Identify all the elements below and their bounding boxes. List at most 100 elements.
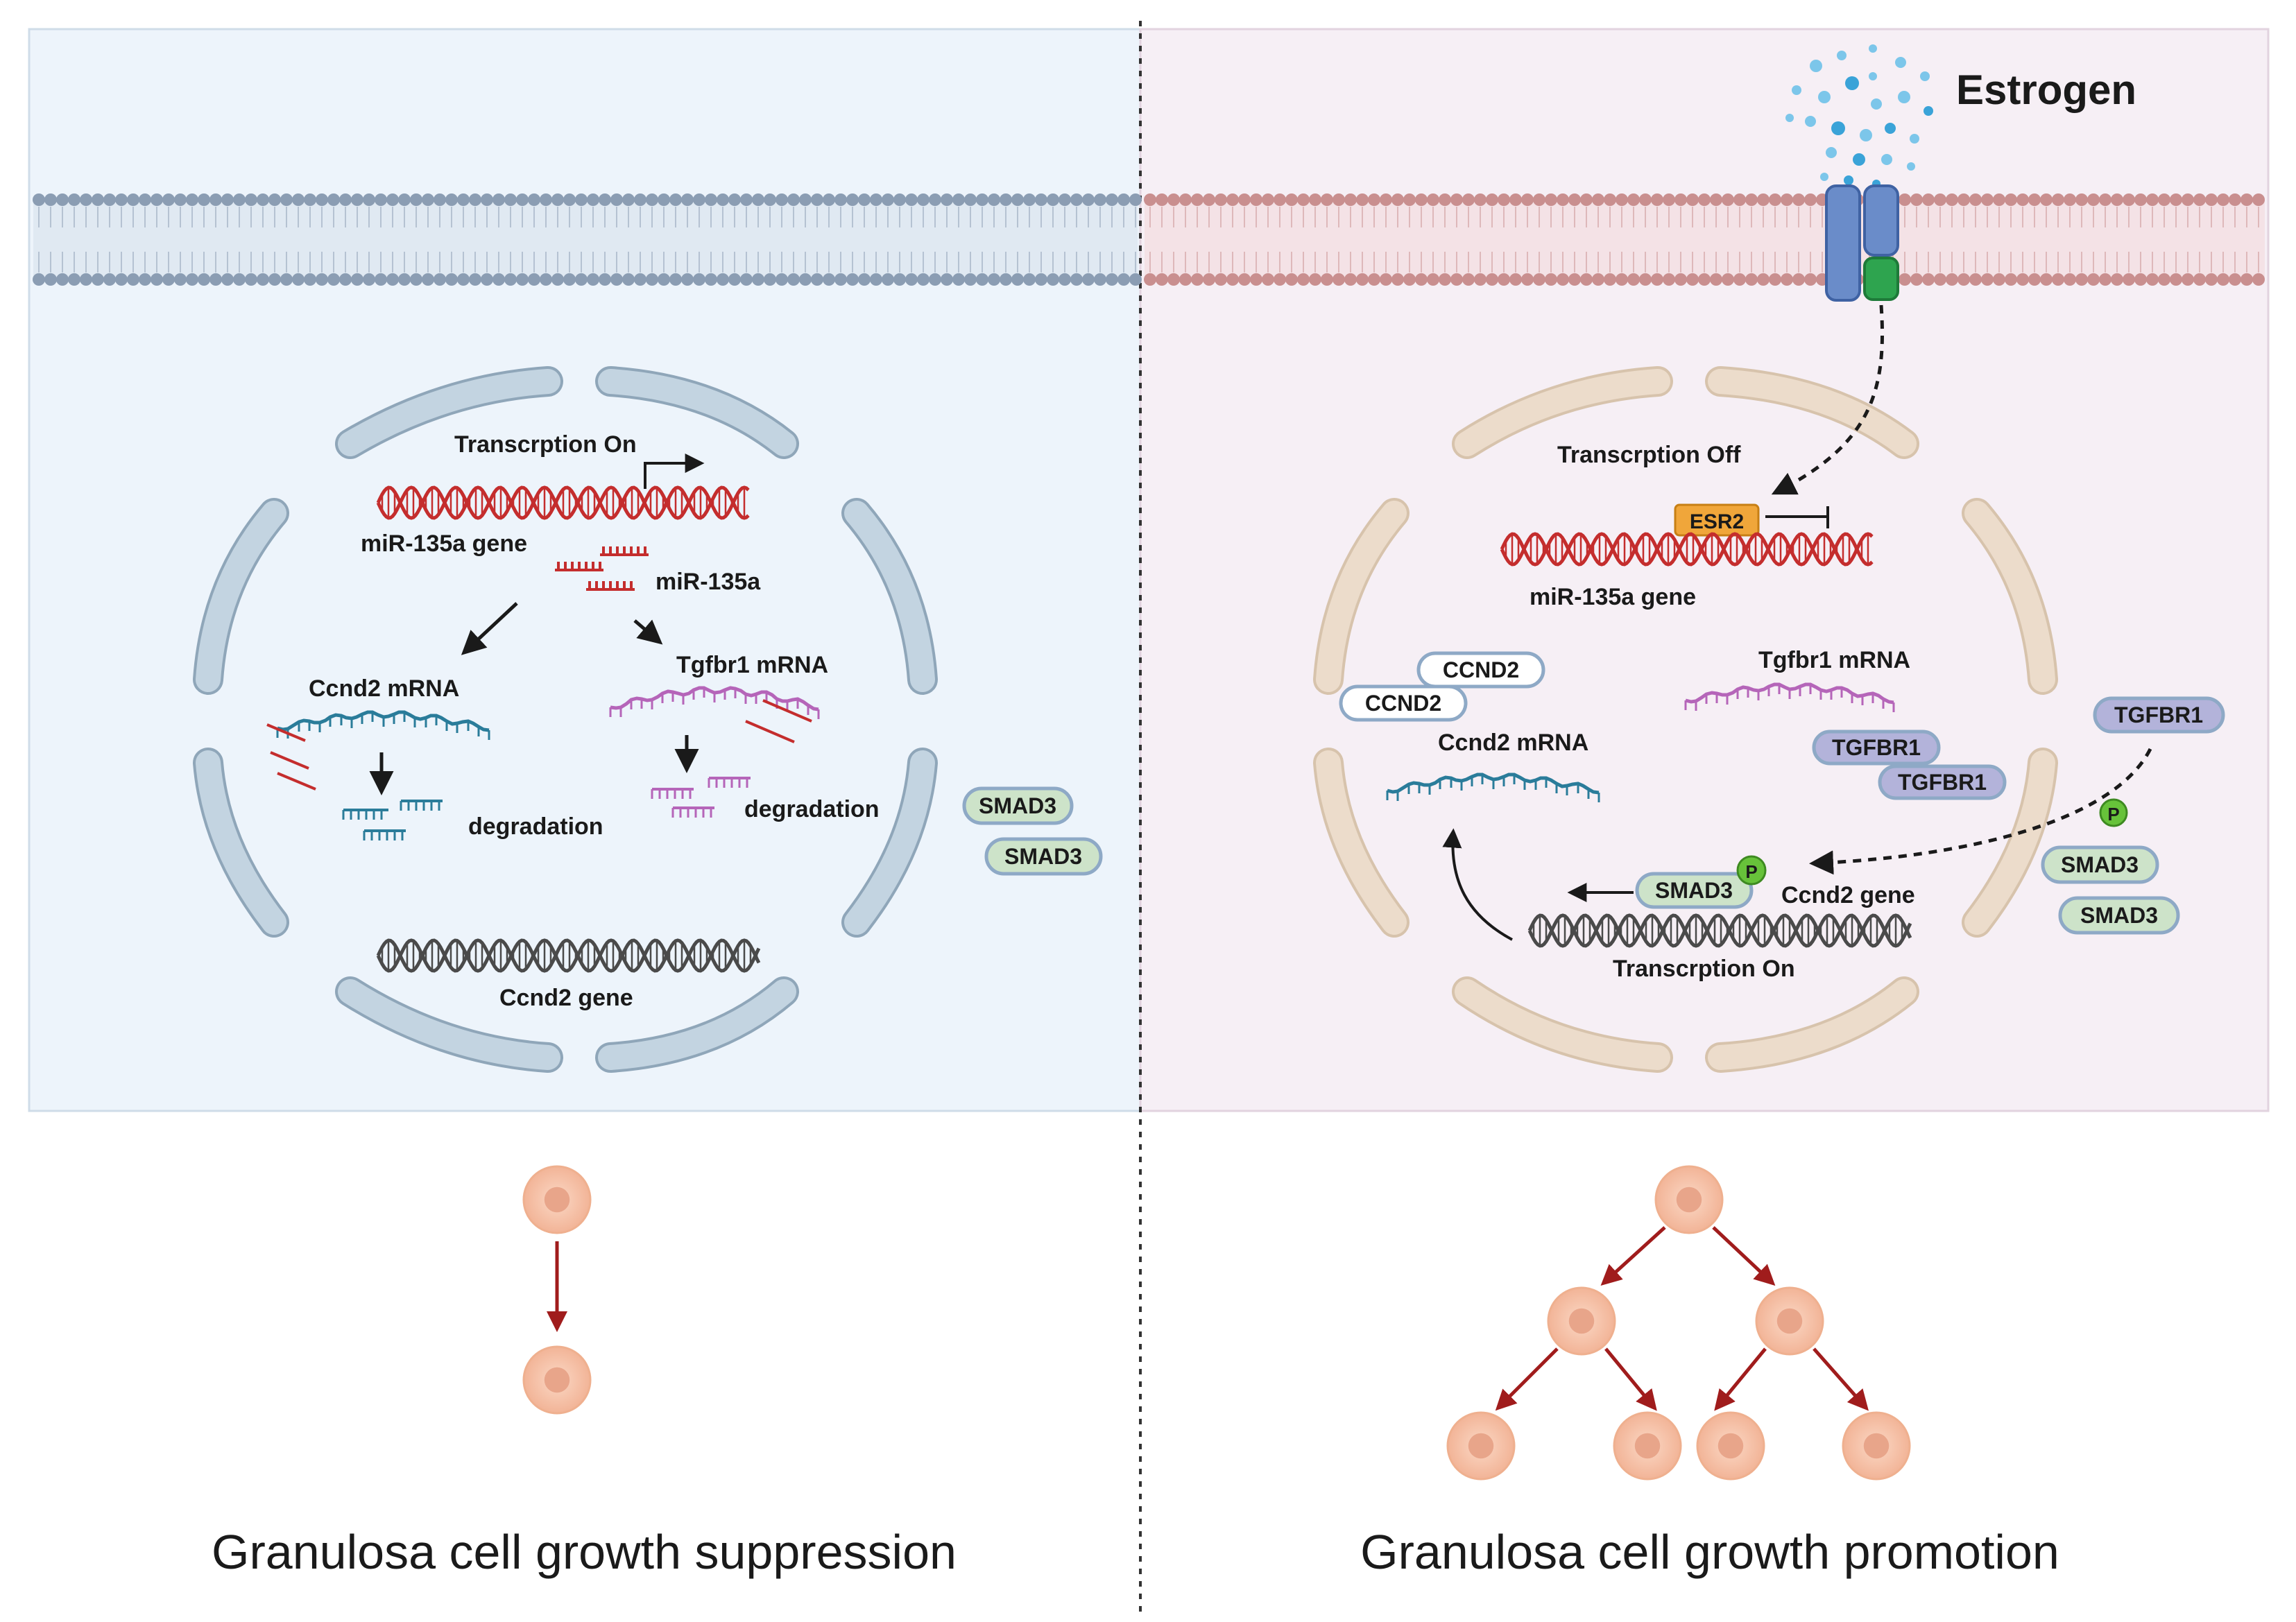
estrogen-label: Estrogen	[1956, 67, 2136, 113]
lipid-head	[528, 273, 540, 286]
lipid-head	[1946, 273, 1958, 286]
ccnd2-gene-dna	[376, 938, 761, 973]
lipid-head	[2252, 273, 2265, 286]
transcription-off-label: Transcrption Off	[1557, 442, 1741, 468]
lipid-head	[2134, 273, 2147, 286]
lipid-head	[422, 273, 434, 286]
lipid-head	[139, 193, 151, 206]
lipid-head	[375, 273, 387, 286]
lipid-head	[492, 273, 505, 286]
lipid-head	[1274, 273, 1286, 286]
estrogen-dot	[1785, 114, 1794, 122]
lipid-head	[1568, 273, 1581, 286]
lipid-head	[658, 193, 670, 206]
cell-nucleus	[1717, 1433, 1744, 1459]
bound-mir-ccnd2	[266, 723, 316, 791]
dna-strand	[1500, 532, 1874, 567]
lipid-head	[728, 193, 741, 206]
lipid-head	[823, 193, 835, 206]
lipid-head	[717, 273, 729, 286]
lipid-head	[2158, 273, 2170, 286]
lipid-head	[1509, 193, 1522, 206]
estrogen-dot	[1885, 123, 1896, 134]
lipid-head	[162, 193, 175, 206]
lipid-head	[551, 273, 564, 286]
lipid-head	[1391, 193, 1404, 206]
lipid-head	[681, 273, 694, 286]
lipid-head	[870, 273, 882, 286]
lipid-head	[2193, 273, 2206, 286]
lipid-head	[1439, 273, 1451, 286]
lipid-head	[952, 273, 965, 286]
lipid-head	[1415, 193, 1428, 206]
lipid-head	[776, 273, 788, 286]
lipid-head	[952, 193, 965, 206]
lipid-head	[1106, 273, 1118, 286]
lipid-head	[681, 193, 694, 206]
lipid-head	[339, 273, 352, 286]
lipid-head	[198, 273, 210, 286]
lipid-head	[1580, 193, 1593, 206]
cell-nucleus	[1634, 1433, 1661, 1459]
dna-strand	[376, 938, 761, 973]
lipid-head	[2005, 273, 2017, 286]
ccnd2-protein-badge: CCND2	[1339, 684, 1468, 722]
lipid-head	[1011, 193, 1024, 206]
lipid-head	[1450, 273, 1463, 286]
lipid-head	[44, 193, 57, 206]
lipid-head	[2229, 273, 2241, 286]
lipid-head	[1533, 193, 1545, 206]
dna-strand	[376, 485, 750, 520]
lipid-head	[1191, 273, 1203, 286]
lipid-head	[504, 193, 517, 206]
lipid-head	[1274, 193, 1286, 206]
lipid-head	[764, 193, 776, 206]
lipid-head	[2052, 273, 2064, 286]
lipid-head	[1403, 273, 1416, 286]
lipid-head	[1344, 193, 1357, 206]
estrogen-dot	[1831, 121, 1845, 135]
lipid-head	[658, 273, 670, 286]
lipid-head	[304, 273, 316, 286]
lipid-head	[634, 273, 646, 286]
lipid-head	[481, 273, 493, 286]
lipid-head	[1321, 193, 1333, 206]
lipid-head	[268, 193, 281, 206]
estrogen-dot	[1910, 134, 1919, 144]
lipid-head	[1023, 193, 1036, 206]
lipid-head	[257, 193, 269, 206]
ccnd2-protein-badge: CCND2	[1416, 651, 1545, 689]
lipid-head	[375, 193, 387, 206]
right-cell-membrane	[1144, 193, 2265, 286]
lipid-head	[1035, 273, 1047, 286]
dna-strand	[376, 485, 750, 520]
estrogen-dot	[1810, 60, 1822, 72]
lipid-head	[1011, 273, 1024, 286]
lipid-head	[1215, 193, 1227, 206]
lipid-head	[988, 273, 1000, 286]
lipid-head	[1486, 273, 1498, 286]
lipid-head	[151, 193, 163, 206]
estrogen-receptor	[1825, 184, 1899, 302]
lipid-head	[540, 273, 552, 286]
lipid-head	[1710, 193, 1722, 206]
lipid-head	[1804, 273, 1817, 286]
lipid-head	[1474, 273, 1487, 286]
lipid-head	[2123, 193, 2135, 206]
lipid-head	[115, 193, 128, 206]
lipid-head	[363, 193, 375, 206]
lipid-head	[68, 273, 80, 286]
lipid-head	[1486, 193, 1498, 206]
lipid-head	[1309, 273, 1321, 286]
lipid-head	[80, 193, 92, 206]
lipid-head	[1321, 273, 1333, 286]
lipid-head	[964, 193, 977, 206]
lipid-head	[1733, 273, 1746, 286]
lipid-head	[1262, 193, 1274, 206]
lipid-head	[528, 193, 540, 206]
lipid-head	[2028, 273, 2041, 286]
lipid-head	[162, 273, 175, 286]
mir135a-gene-dna-right	[1500, 532, 1874, 567]
lipid-head	[1094, 193, 1106, 206]
lipid-head	[198, 193, 210, 206]
